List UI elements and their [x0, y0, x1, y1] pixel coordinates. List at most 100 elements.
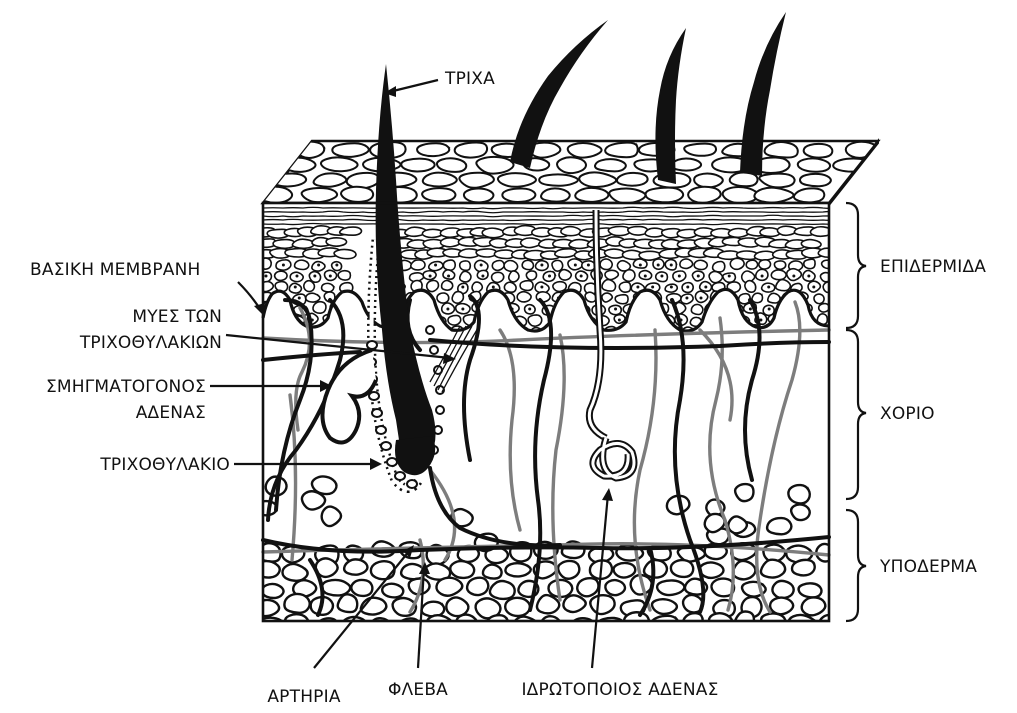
surface-cell [568, 143, 602, 158]
fat-cell [657, 580, 684, 595]
surface-cell [765, 142, 798, 157]
epidermis-cell [509, 271, 519, 282]
cell-nucleus [767, 286, 770, 289]
epidermis-cell [585, 292, 596, 302]
fat-cell [351, 580, 372, 596]
cell-nucleus [461, 286, 464, 289]
fat-cell [799, 583, 822, 597]
fat-cell [733, 561, 756, 580]
fat-cell [705, 514, 725, 532]
surface-cell [672, 158, 701, 170]
fat-cell [284, 594, 309, 613]
cell-nucleus [685, 297, 688, 300]
epidermis-cell [555, 249, 577, 258]
cell-nucleus [678, 275, 681, 278]
epidermis-cell [776, 280, 791, 291]
surface-cell [575, 188, 608, 202]
surface-cell [332, 143, 368, 157]
epidermis-cell [259, 282, 273, 292]
epidermis-cell [306, 293, 320, 302]
follicle-bead [426, 326, 434, 334]
epidermis-cell [752, 293, 762, 303]
surface-cell [730, 173, 758, 187]
surface-cell [455, 143, 487, 158]
surface-cell [476, 157, 513, 174]
surface-cell [437, 158, 466, 172]
epidermis-cell [411, 260, 425, 270]
cell-nucleus [265, 275, 268, 278]
cell-nucleus [580, 275, 583, 278]
fat-cell [427, 615, 453, 633]
epidermis-cell [460, 261, 471, 270]
epidermis-cell [521, 238, 542, 248]
epidermis-cell [494, 250, 513, 258]
fat-cell [256, 561, 280, 578]
epidermis-cell [801, 240, 821, 248]
epidermis-cell [520, 281, 533, 291]
surface-cell [557, 157, 586, 173]
label-basal-membrane: ΒΑΣΙΚΗ ΜΕΜΒΡΑΝΗ [30, 260, 201, 280]
epidermis-cell [602, 280, 615, 292]
cell-nucleus [461, 308, 464, 311]
surface-cell [498, 173, 536, 187]
surface-cell [684, 144, 716, 156]
epidermis-cell [340, 227, 362, 235]
cell-nucleus [329, 275, 332, 278]
epidermis-cell [504, 261, 518, 272]
fat-cell [644, 560, 667, 578]
fat-cell [483, 565, 502, 579]
cell-nucleus [317, 264, 320, 267]
cell-nucleus [807, 275, 810, 278]
epidermis-cell [759, 260, 771, 269]
fat-cell [467, 578, 488, 595]
cell-nucleus [447, 275, 450, 278]
fat-cell [446, 597, 468, 616]
surface-cell [347, 173, 380, 189]
epidermis-cell [292, 239, 314, 248]
fat-cell [371, 561, 395, 579]
cell-nucleus [749, 308, 752, 311]
cell-nucleus [294, 286, 297, 289]
cell-nucleus [574, 264, 577, 267]
epidermis-cell [605, 249, 625, 258]
epidermis-cell [814, 294, 824, 304]
follicle-bead [369, 392, 379, 400]
surface-cell [423, 173, 457, 187]
epidermis-cell [304, 281, 315, 292]
epidermis-cell [443, 270, 455, 279]
cell-nucleus [540, 286, 543, 289]
cell-nucleus [528, 308, 531, 311]
follicle-bead [381, 442, 391, 450]
fat-cell [590, 595, 614, 614]
surface-cell [297, 142, 324, 158]
fat-cell [541, 616, 561, 633]
follicle-bead [387, 458, 397, 466]
fat-cell [558, 561, 579, 579]
epidermis-cell [723, 273, 736, 282]
surface-cell [605, 143, 638, 158]
epidermis-cell [482, 228, 504, 238]
fat-cell [436, 578, 462, 596]
cell-nucleus [670, 264, 673, 267]
fat-cell [338, 594, 358, 612]
cell-nucleus [644, 275, 647, 278]
follicle-bead [436, 406, 444, 414]
fat-cell [382, 584, 403, 598]
epidermis-cell [452, 292, 463, 304]
cell-nucleus [481, 275, 484, 278]
cell-nucleus [761, 275, 764, 278]
epidermis-cell [437, 293, 449, 303]
surface-cell [270, 174, 306, 187]
cell-nucleus [812, 286, 815, 289]
epidermis-cell [460, 271, 471, 282]
surface-cell [321, 157, 358, 171]
fat-cell [671, 560, 693, 577]
cell-nucleus [335, 264, 338, 267]
surface-cell [539, 174, 578, 185]
label-follicle: ΤΡΙΧΟΘΥΛΑΚΙΟ [99, 455, 230, 475]
epidermis-cell [605, 270, 618, 279]
epidermis-cell [746, 260, 757, 269]
label-sebaceous-2: ΑΔΕΝΑΣ [136, 403, 206, 423]
fat-cell [490, 581, 515, 599]
surface-cell [417, 143, 449, 156]
